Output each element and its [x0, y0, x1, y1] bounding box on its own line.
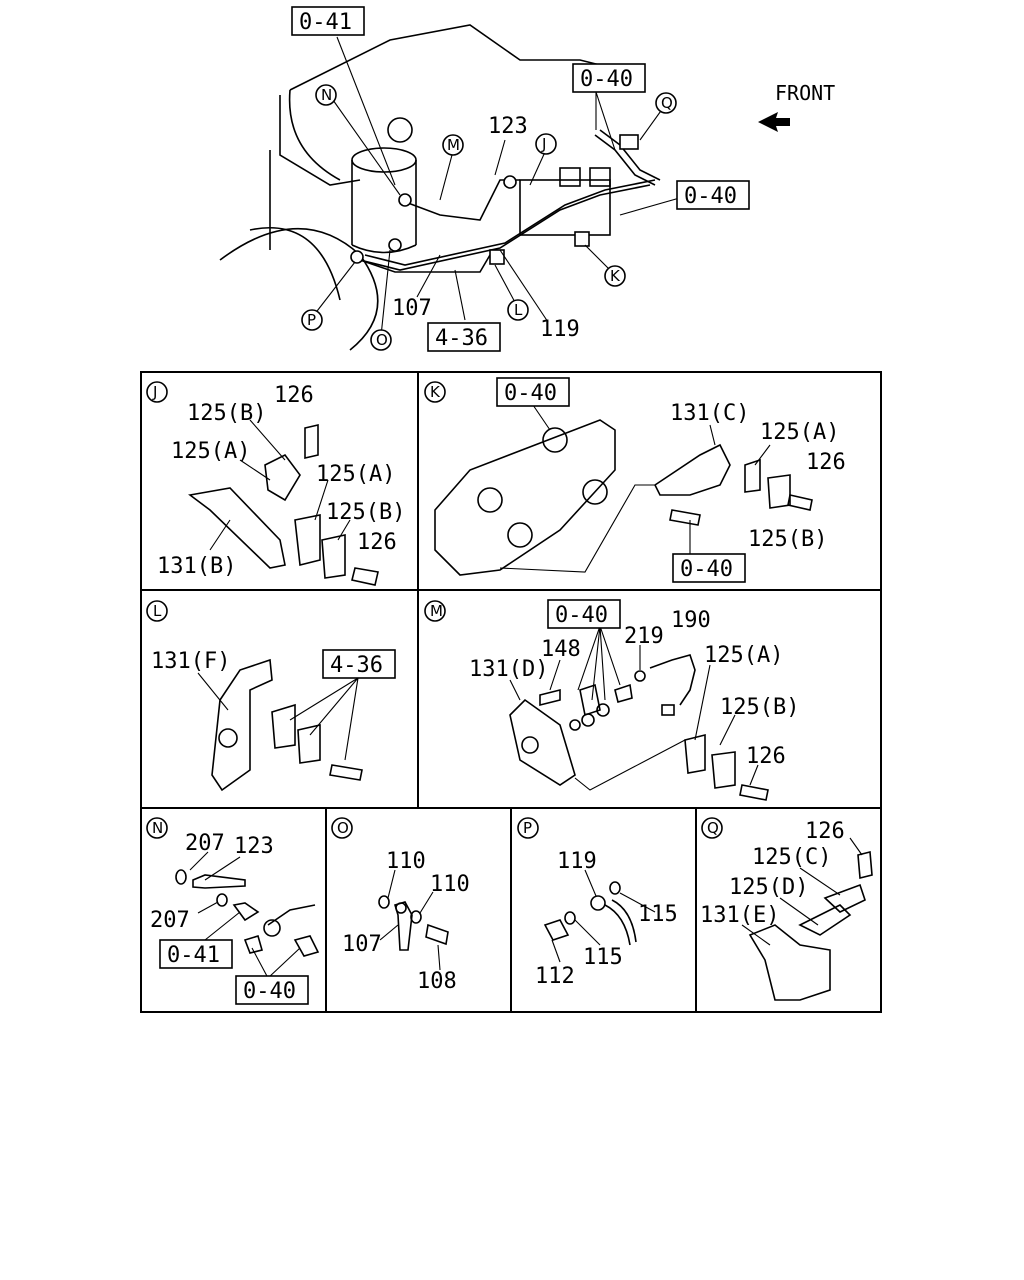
panel-J-label-125B-right: 125(B) — [326, 500, 405, 525]
panel-K-label-126: 126 — [806, 450, 846, 475]
panel-M-ref-box — [547, 599, 621, 629]
callout-J: J — [541, 135, 546, 153]
ref-0-41: 0-41 — [299, 10, 352, 35]
front-arrow-icon — [758, 112, 790, 132]
panel-N-ref-0-40: 0-40 — [243, 979, 296, 1004]
panel-J-label-131B: 131(B) — [157, 554, 236, 579]
front-label: FRONT — [775, 81, 835, 105]
panel-K-ref-box-top — [496, 377, 570, 407]
panel-M-letter: M — [430, 602, 443, 620]
panel-N-letter: N — [152, 819, 163, 837]
panel-K-ref-box-bottom — [672, 553, 746, 583]
panel-M-label-126: 126 — [746, 744, 786, 769]
panel-J-label-126-bottom: 126 — [357, 530, 397, 555]
panel-O-label-107: 107 — [342, 932, 382, 957]
panel-L: L 4-36 131(F) — [146, 600, 396, 792]
panel-J-label-125A-left: 125(A) — [171, 439, 250, 464]
panel-P-label-115-bottom: 115 — [583, 945, 623, 970]
panel-N-label-123: 123 — [234, 834, 274, 859]
panel-N-label-207-bottom: 207 — [150, 908, 190, 933]
panel-Q-label-126: 126 — [805, 819, 845, 844]
callout-P: P — [307, 311, 316, 329]
panel-O-label-110-top: 110 — [386, 849, 426, 874]
panel-N-ref-box-0-40 — [235, 975, 309, 1005]
panel-O-label-108: 108 — [417, 969, 457, 994]
part-123: 123 — [488, 114, 528, 139]
panel-Q-label-125D: 125(D) — [729, 875, 808, 900]
panel-K-label-125A: 125(A) — [760, 420, 839, 445]
panel-M-label-190: 190 — [671, 608, 711, 633]
ref-box-0-40-top — [572, 63, 646, 93]
panel-Q-letter: Q — [707, 819, 719, 837]
callout-N: N — [321, 86, 332, 104]
ref-box-4-36 — [427, 322, 501, 352]
panel-M-label-148: 148 — [541, 637, 581, 662]
panel-K-ref-bottom: 0-40 — [680, 557, 733, 582]
panel-N: N 0-41 0-40 207 123 207 — [146, 817, 320, 1005]
ref-box-0-40-right — [676, 180, 750, 210]
part-119: 119 — [540, 317, 580, 342]
panel-J-label-125B-top: 125(B) — [187, 401, 266, 426]
panel-O-letter: O — [337, 819, 349, 837]
panel-M-label-125B: 125(B) — [720, 695, 799, 720]
detail-grid — [140, 371, 882, 1013]
panel-M-label-219: 219 — [624, 624, 664, 649]
panel-K: K 0-40 0-40 131(C) 125(A) 126 125(B) — [424, 377, 846, 583]
ref-box-0-41 — [291, 6, 365, 36]
callout-O: O — [376, 331, 388, 349]
panel-K-letter: K — [430, 383, 441, 401]
callout-L: L — [514, 301, 523, 319]
ref-0-40-right: 0-40 — [684, 184, 737, 209]
ref-4-36: 4-36 — [435, 326, 488, 351]
panel-M-label-125A: 125(A) — [704, 643, 783, 668]
panel-Q-label-131E: 131(E) — [700, 903, 779, 928]
panel-M-ref: 0-40 — [555, 603, 608, 628]
panel-L-letter: L — [153, 602, 162, 620]
panel-P-label-119: 119 — [557, 849, 597, 874]
panel-K-label-125B: 125(B) — [748, 527, 827, 552]
panel-N-ref-box-0-41 — [159, 939, 233, 969]
panel-M: M 0-40 131(D) 148 219 190 125(A) 125(B) … — [424, 599, 799, 801]
panel-K-ref-top: 0-40 — [504, 381, 557, 406]
panel-P-label-112: 112 — [535, 964, 575, 989]
callout-M: M — [447, 136, 460, 154]
panel-Q-label-125C: 125(C) — [752, 845, 831, 870]
panel-P-letter: P — [523, 819, 532, 837]
panel-O-label-110-right: 110 — [430, 872, 470, 897]
panel-N-label-207-top: 207 — [185, 831, 225, 856]
panel-L-ref: 4-36 — [330, 653, 383, 678]
panel-J-letter: J — [152, 383, 157, 401]
panel-P-label-115-right: 115 — [638, 902, 678, 927]
panel-K-label-131C: 131(C) — [670, 401, 749, 426]
panel-J-label-125A-right: 125(A) — [316, 462, 395, 487]
overview-drawing: FRONT 0-41 0-40 0-40 4-36 123 107 119 N … — [219, 6, 835, 352]
panel-N-ref-0-41: 0-41 — [167, 943, 220, 968]
panel-O: O 110 110 107 108 — [331, 817, 470, 994]
panel-Q: Q 126 125(C) 125(D) 131(E) — [700, 817, 873, 1001]
panel-M-label-131D: 131(D) — [469, 657, 548, 682]
panel-L-label-131F: 131(F) — [151, 649, 230, 674]
callout-K: K — [610, 267, 621, 285]
part-107: 107 — [392, 296, 432, 321]
panel-J: J 126 125(B) 125(A) 125(A) 125(B) 126 13… — [146, 381, 405, 586]
callout-Q: Q — [661, 94, 673, 112]
panel-L-ref-box — [322, 649, 396, 679]
panel-J-label-126-top: 126 — [274, 383, 314, 408]
panel-P: P 119 115 115 112 — [517, 817, 678, 989]
ref-0-40-top: 0-40 — [580, 67, 633, 92]
